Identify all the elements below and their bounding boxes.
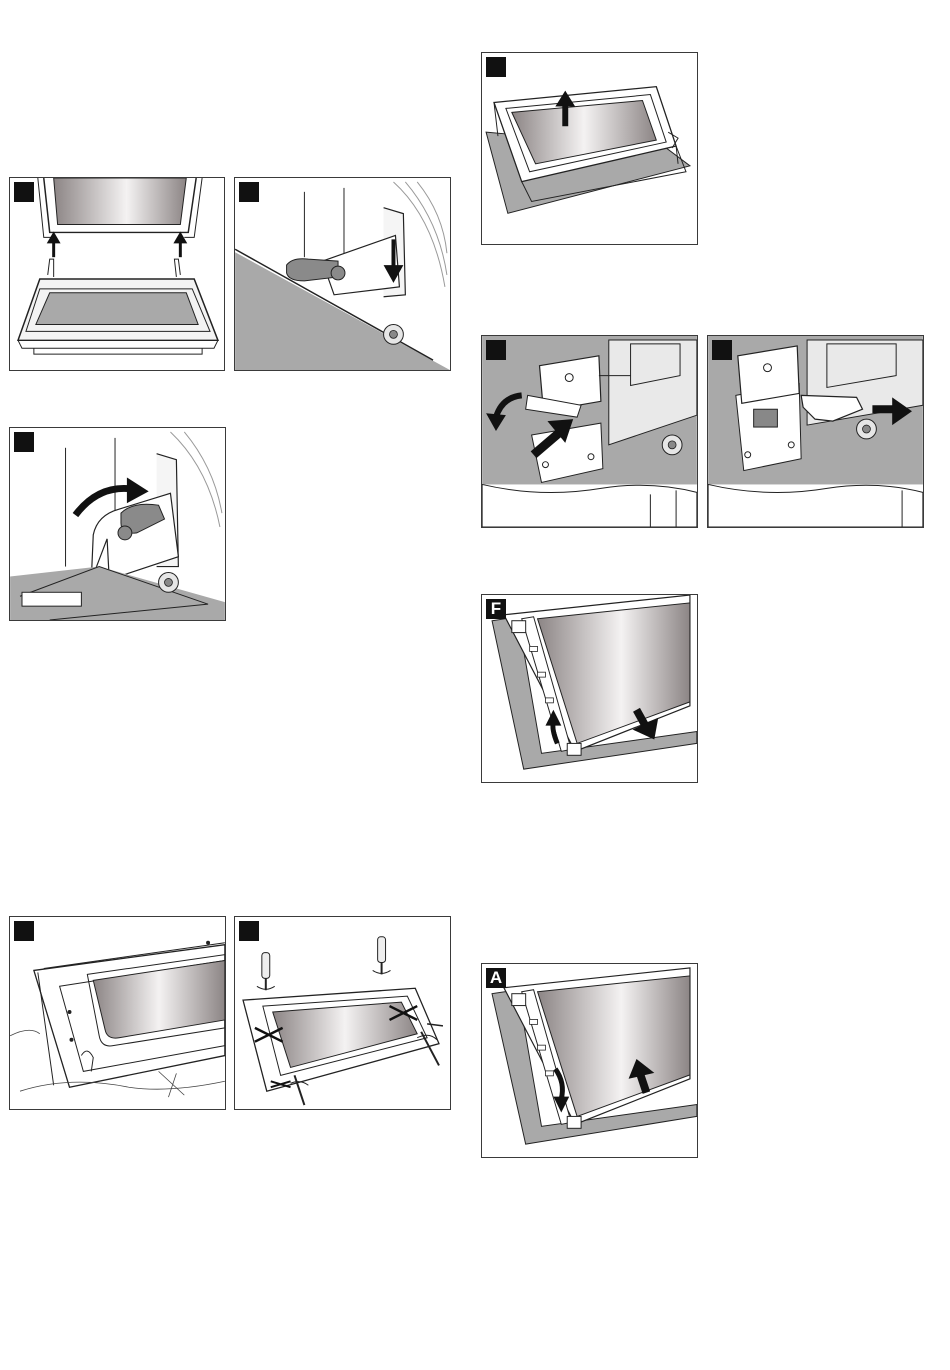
figure-label <box>14 921 34 941</box>
glass-pane-illustration <box>482 53 697 244</box>
figure-door-frame <box>9 177 225 371</box>
figure-clip-release <box>481 335 698 528</box>
rail-install-illustration <box>482 964 697 1157</box>
figure-glass-pane <box>481 52 698 245</box>
figure-hinge-down <box>234 177 451 371</box>
hinge-down-illustration <box>235 178 450 370</box>
figure-rail-remove: F <box>481 594 698 783</box>
figure-label-f: F <box>486 599 506 619</box>
figure-clip-pull <box>707 335 924 528</box>
figure-label <box>14 432 34 452</box>
figure-rail-install: A <box>481 963 698 1158</box>
figure-label <box>486 340 506 360</box>
door-back-illustration <box>10 917 225 1109</box>
figure-door-back <box>9 916 226 1110</box>
figure-label-a: A <box>486 968 506 988</box>
clip-pull-illustration <box>708 336 923 527</box>
rail-remove-illustration <box>482 595 697 782</box>
clip-release-illustration <box>482 336 697 527</box>
door-frame-illustration <box>10 178 224 370</box>
figure-door-screws <box>234 916 451 1110</box>
figure-label <box>14 182 34 202</box>
figure-label <box>486 57 506 77</box>
figure-label <box>712 340 732 360</box>
hinge-up-illustration <box>10 428 225 620</box>
door-screws-illustration <box>235 917 450 1109</box>
figure-label <box>239 921 259 941</box>
figure-label <box>239 182 259 202</box>
figure-hinge-up <box>9 427 226 621</box>
